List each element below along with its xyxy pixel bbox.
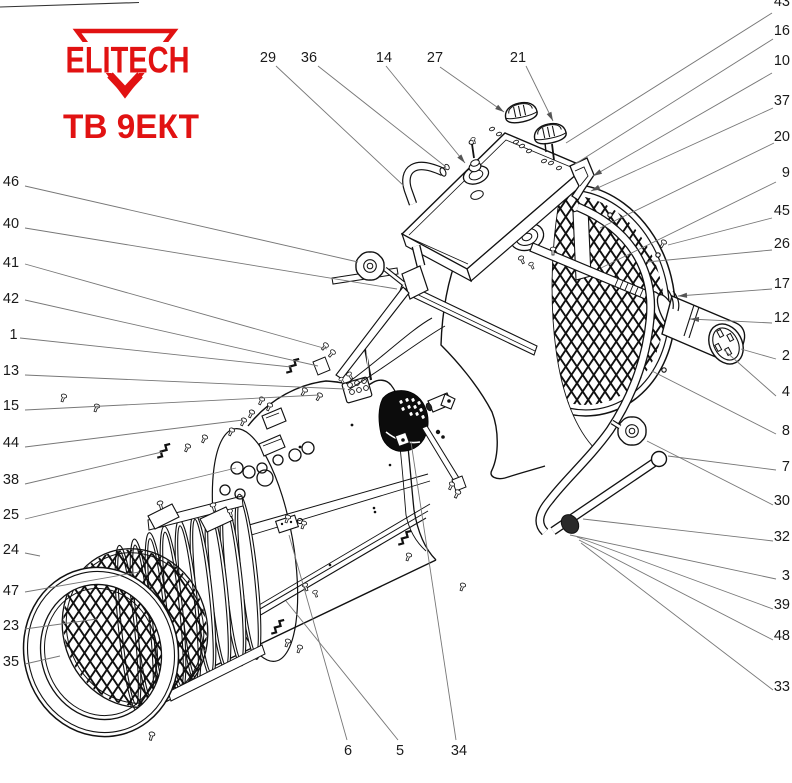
svg-text:16: 16	[774, 23, 790, 39]
svg-text:14: 14	[376, 50, 392, 66]
svg-text:35: 35	[3, 654, 19, 670]
svg-text:37: 37	[774, 93, 790, 109]
svg-text:1: 1	[9, 327, 17, 343]
svg-text:2: 2	[782, 348, 790, 364]
svg-text:6: 6	[344, 743, 352, 759]
svg-text:4: 4	[782, 384, 790, 400]
svg-text:32: 32	[774, 529, 790, 545]
svg-text:45: 45	[774, 203, 790, 219]
svg-text:30: 30	[774, 493, 790, 509]
svg-text:ТВ 9ЕКТ: ТВ 9ЕКТ	[63, 108, 199, 146]
svg-text:5: 5	[396, 743, 404, 759]
svg-text:27: 27	[427, 50, 443, 66]
svg-text:15: 15	[3, 398, 19, 414]
svg-text:23: 23	[3, 618, 19, 634]
svg-text:43: 43	[774, 0, 790, 10]
svg-text:9: 9	[782, 165, 790, 181]
svg-text:25: 25	[3, 507, 19, 523]
svg-text:24: 24	[3, 542, 19, 558]
svg-text:7: 7	[782, 459, 790, 475]
svg-text:21: 21	[510, 50, 526, 66]
svg-text:46: 46	[3, 174, 19, 190]
svg-text:39: 39	[774, 597, 790, 613]
svg-text:20: 20	[774, 129, 790, 145]
svg-text:42: 42	[3, 291, 19, 307]
svg-text:44: 44	[3, 435, 19, 451]
svg-text:33: 33	[774, 679, 790, 695]
svg-text:10: 10	[774, 53, 790, 69]
svg-text:26: 26	[774, 236, 790, 252]
svg-text:12: 12	[774, 310, 790, 326]
svg-text:34: 34	[451, 743, 467, 759]
svg-text:47: 47	[3, 583, 19, 599]
svg-text:29: 29	[260, 50, 276, 66]
svg-text:3: 3	[782, 568, 790, 584]
svg-text:8: 8	[782, 423, 790, 439]
svg-text:48: 48	[774, 628, 790, 644]
svg-text:38: 38	[3, 472, 19, 488]
svg-text:17: 17	[774, 276, 790, 292]
svg-text:40: 40	[3, 216, 19, 232]
svg-text:41: 41	[3, 255, 19, 271]
svg-text:ELITECH: ELITECH	[66, 40, 190, 81]
svg-text:13: 13	[3, 363, 19, 379]
svg-text:36: 36	[301, 50, 317, 66]
